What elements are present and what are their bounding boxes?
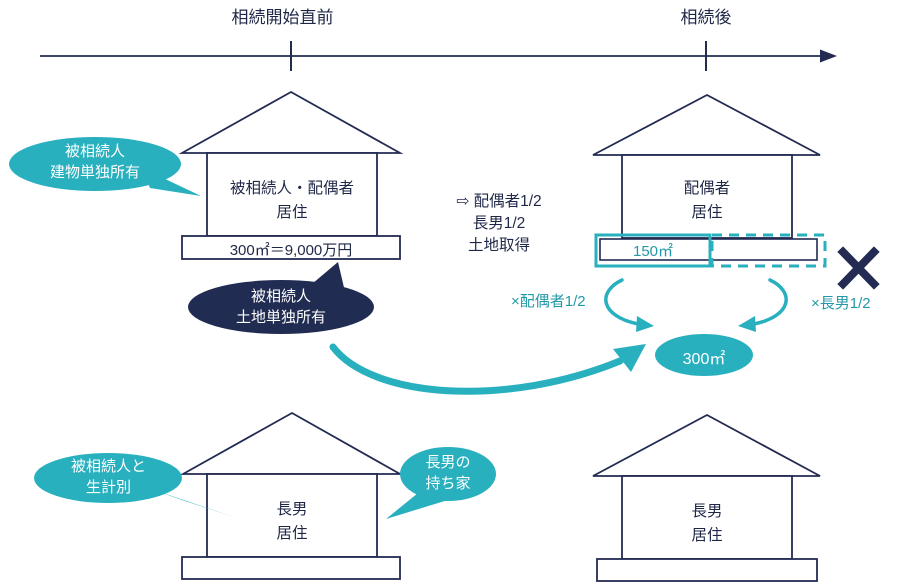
transfer-arrow-icon: ⇨ [456,193,470,210]
bubble-building-ownership-line1: 被相続人 [64,143,125,160]
house-before-son-line2: 居住 [276,525,308,542]
bubble-building-ownership-line2: 建物単独所有 [49,164,140,181]
curl-arrow-son-icon [738,278,788,332]
transfer-note-line1: ⇨ 配偶者1/2 [438,191,560,213]
house-before-son-label: 長男 居住 [207,498,377,546]
transfer-note-line3: 土地取得 [467,237,530,254]
land-spouse-half-box [594,233,712,268]
land-spouse-half-label: 150㎡ [632,243,674,260]
land-total-oval [655,334,753,376]
house-after-son-land [596,558,818,582]
bubble-separate-household-line1: 被相続人と [70,458,146,475]
timeline-before-label: 相続開始直前 [231,8,334,27]
timeline-arrowhead-icon [820,49,837,63]
house-after-son-body [621,475,793,560]
land-transfer-arrow-icon [329,343,624,395]
house-after-son-line2: 居住 [691,527,723,544]
transfer-note-spouse: 配偶者1/2 [473,193,542,210]
bubble-building-ownership [9,137,201,196]
bubble-sons-own-house [386,447,496,519]
bubble-sons-own-house-label: 長男の 持ち家 [403,452,493,494]
bubble-land-ownership-label: 被相続人 土地単独所有 [188,286,374,328]
house-after-main-line1: 配偶者 [683,180,731,197]
house-before-son-roof [179,411,404,475]
share-spouse-label: ×配偶者1/2 [511,293,586,310]
house-before-main-roof [178,90,404,154]
land-transfer-arrowhead-icon [613,344,646,372]
bubble-land-ownership-line2: 土地単独所有 [235,309,326,326]
house-after-main-roof [592,93,821,156]
house-before-main-land-label: 300㎡＝9,000万円 [229,242,353,259]
bubble-sons-own-house-line1: 長男の [425,454,471,471]
bubble-separate-household [34,453,234,517]
house-after-main-body [621,154,793,239]
bubble-separate-household-line2: 生計別 [85,479,131,496]
curl-arrow-spouse-icon [604,278,654,332]
share-son-label: ×長男1/2 [811,295,871,312]
bubble-building-ownership-label: 被相続人 建物単独所有 [15,141,175,183]
house-after-main-label: 配偶者 居住 [622,177,792,225]
house-after-main-line2: 居住 [691,204,723,221]
bubble-sons-own-house-line2: 持ち家 [425,475,471,492]
house-before-son-line1: 長男 [276,501,308,518]
transfer-note-line2: 長男1/2 [472,215,526,232]
house-before-son-land [181,556,401,580]
cross-icon [837,246,880,290]
bubble-separate-household-label: 被相続人と 生計別 [36,456,181,498]
timeline-after-label: 相続後 [680,8,732,27]
house-after-son-roof [592,413,821,477]
house-after-son-label: 長男 居住 [622,500,792,548]
house-before-main-land [181,235,401,260]
house-after-son-line1: 長男 [691,503,723,520]
house-before-main-line1: 被相続人・配偶者 [229,180,354,197]
house-before-son-body [206,473,378,558]
land-total-label: 300㎡ [682,351,726,368]
house-before-main-label: 被相続人・配偶者 居住 [207,177,377,225]
house-before-main-line2: 居住 [276,204,308,221]
land-son-half-dashed-box [710,233,827,268]
bubble-land-ownership-line1: 被相続人 [250,288,311,305]
transfer-note: ⇨ 配偶者1/2 長男1/2 土地取得 [438,191,560,257]
bubble-land-ownership [188,262,374,334]
